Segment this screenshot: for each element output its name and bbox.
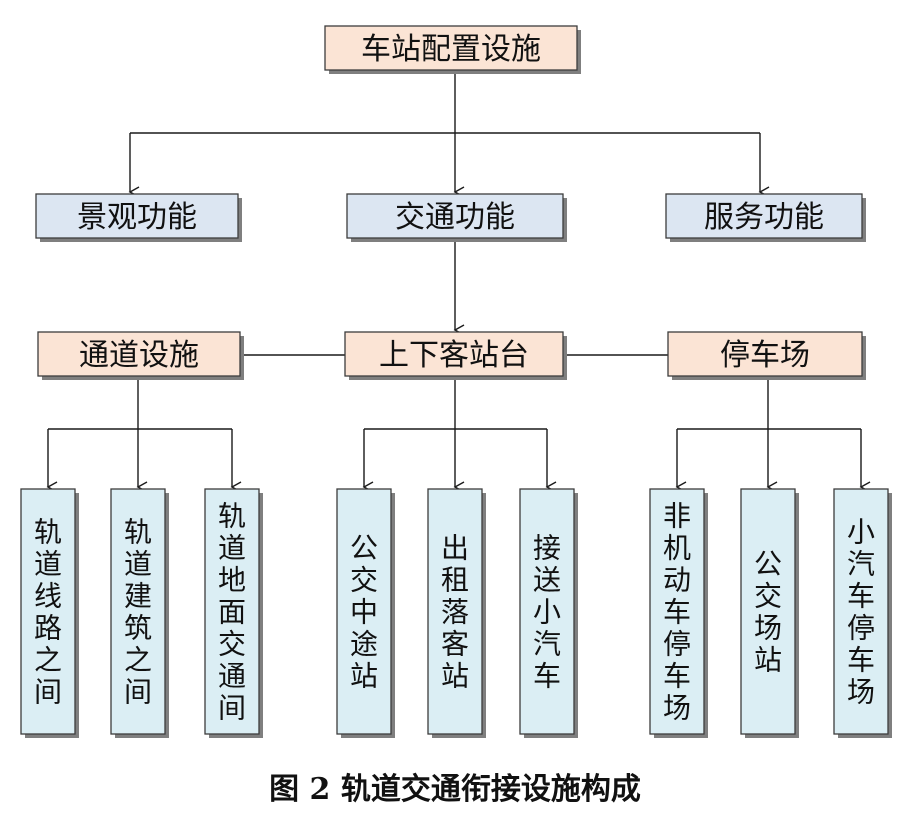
leaf-car-parking-label: 小汽车停车场 bbox=[847, 516, 875, 709]
node-passage-label: 通道设施 bbox=[79, 338, 199, 373]
figure-caption: 图 2 轨道交通衔接设施构成 bbox=[269, 772, 641, 807]
node-service: 服务功能 bbox=[665, 193, 866, 242]
leaf-taxi-dropoff-label: 出租落客站 bbox=[441, 532, 469, 693]
node-platform: 上下客站台 bbox=[344, 331, 567, 380]
node-passage: 通道设施 bbox=[37, 331, 244, 380]
leaf-between-lines: 轨道线路之间 bbox=[20, 488, 79, 738]
leaf-between-lines-label: 轨道线路之间 bbox=[34, 516, 62, 709]
diagram-canvas: 车站配置设施 景观功能 交通功能 服务功能 通道设施 上下客站台 停车场 轨道线… bbox=[20, 25, 892, 738]
leaf-car-pickup-label: 接送小汽车 bbox=[533, 532, 561, 693]
leaf-car-pickup: 接送小汽车 bbox=[519, 488, 578, 738]
leaf-bus-terminal-label: 公交场站 bbox=[754, 548, 782, 677]
leaf-bike-parking: 非机动车停车场 bbox=[649, 488, 708, 738]
leaf-taxi-dropoff: 出租落客站 bbox=[427, 488, 486, 738]
leaf-ground-transit-label: 轨道地面交通间 bbox=[218, 500, 246, 725]
node-traffic: 交通功能 bbox=[346, 193, 567, 242]
node-parking: 停车场 bbox=[667, 331, 866, 380]
connectors bbox=[46, 70, 871, 493]
node-landscape: 景观功能 bbox=[35, 193, 242, 242]
node-service-label: 服务功能 bbox=[704, 200, 824, 235]
leaf-bus-stop: 公交中途站 bbox=[336, 488, 395, 738]
leaf-car-parking: 小汽车停车场 bbox=[833, 488, 892, 738]
leaf-bike-parking-label: 非机动车停车场 bbox=[663, 500, 691, 725]
root-label: 车站配置设施 bbox=[361, 32, 541, 67]
node-landscape-label: 景观功能 bbox=[77, 200, 197, 235]
node-platform-label: 上下客站台 bbox=[379, 338, 529, 373]
node-parking-label: 停车场 bbox=[720, 338, 810, 373]
leaf-between-buildings: 轨道建筑之间 bbox=[110, 488, 169, 738]
leaf-bus-terminal: 公交场站 bbox=[740, 488, 799, 738]
leaf-bus-stop-label: 公交中途站 bbox=[350, 532, 378, 693]
leaf-between-buildings-label: 轨道建筑之间 bbox=[124, 516, 152, 709]
leaf-nodes: 轨道线路之间 轨道建筑之间 轨道地面交通间 公交中途站 出租落客站 接送小汽车 非机动车停车… bbox=[20, 488, 892, 738]
node-traffic-label: 交通功能 bbox=[395, 200, 515, 235]
leaf-ground-transit: 轨道地面交通间 bbox=[204, 488, 263, 738]
root-node: 车站配置设施 bbox=[324, 25, 581, 74]
